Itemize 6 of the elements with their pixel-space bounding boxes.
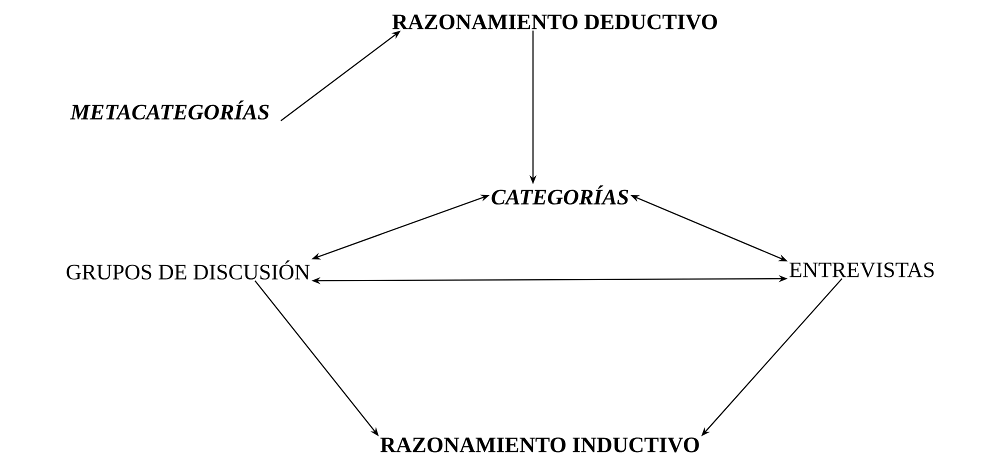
text-label: GRUPOS DE DISCUSIÓN <box>66 260 310 280</box>
text-label: CATEGORÍAS <box>492 185 628 205</box>
text-label: RAZONAMIENTO INDUCTIVO <box>380 438 699 452</box>
text-label: METACATEGORÍAS <box>70 100 269 120</box>
text-label: ENTREVISTAS <box>790 262 934 278</box>
text-label: RAZONAMIENTO DEDUCTIVO <box>392 14 717 30</box>
